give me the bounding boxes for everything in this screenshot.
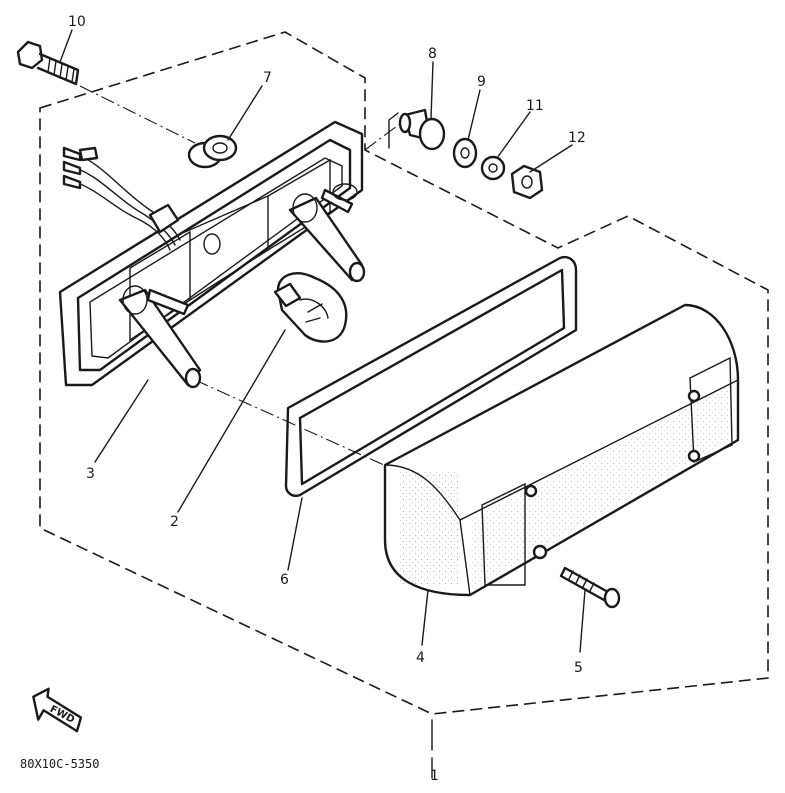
label-part-7: 7: [263, 70, 272, 86]
label-part-3: 3: [86, 466, 95, 482]
part-8-collar: [398, 108, 446, 151]
label-part-5: 5: [574, 660, 583, 676]
label-part-10: 10: [68, 14, 86, 30]
label-part-1: 1: [430, 768, 439, 784]
label-part-11: 11: [526, 98, 544, 114]
part-11-lock-washer: [480, 155, 506, 181]
bracket-line: [388, 112, 399, 149]
reference-code: 80X10C-5350: [20, 757, 99, 771]
label-part-2: 2: [170, 514, 179, 530]
label-part-9: 9: [477, 74, 486, 90]
part-number-labels: 1 2 3 4 5 6 7 8 9 10 11 12: [68, 14, 586, 784]
label-part-8: 8: [428, 46, 437, 62]
part-9-washer: [452, 137, 478, 169]
part-2-bulb: [273, 272, 348, 343]
part-5-screw: [559, 566, 621, 609]
hardware-axis-line: [364, 119, 406, 151]
label-part-4: 4: [416, 650, 425, 666]
lower-axis-line: [194, 379, 396, 471]
part-7-grommet: [187, 134, 238, 169]
part-10-bolt: [16, 40, 80, 86]
label-part-12: 12: [568, 130, 586, 146]
part-12-nut: [510, 164, 544, 200]
fwd-arrow-icon: FWD: [32, 687, 83, 733]
part-3-lamp-housing: [58, 120, 366, 389]
bolt-axis-line: [79, 85, 196, 144]
part-4-lens: [383, 303, 740, 597]
label-part-6: 6: [280, 572, 289, 588]
callout-leaders: [59, 29, 586, 653]
part-6-gasket: [284, 256, 578, 497]
